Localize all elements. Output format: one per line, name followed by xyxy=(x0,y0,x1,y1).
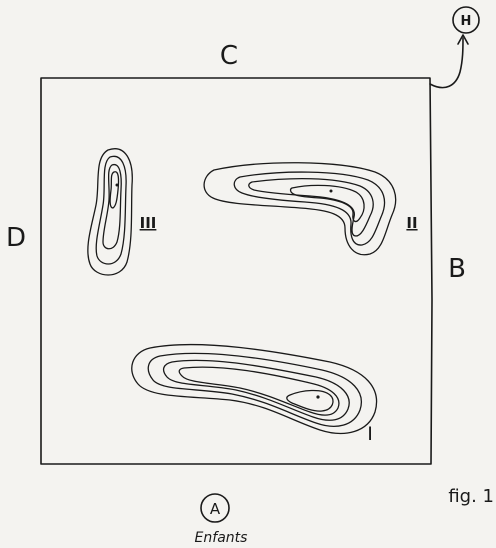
zone-ii-label: II xyxy=(406,214,417,232)
arrow-head-icon xyxy=(457,34,469,45)
zone-iii-label: III xyxy=(140,214,157,232)
zone-i-peak-dot xyxy=(316,395,320,399)
side-label-left: D xyxy=(6,223,26,253)
exit-letter: H xyxy=(461,14,472,29)
entrance-circle xyxy=(200,493,230,523)
zone-i-contours xyxy=(131,343,378,434)
zone-ii-peak-dot xyxy=(329,189,333,193)
entrance-caption: Enfants xyxy=(195,530,248,546)
room-outline xyxy=(40,77,433,465)
side-label-right: B xyxy=(448,254,466,284)
zone-iii-contours xyxy=(87,148,133,276)
entrance-marker: A Enfants xyxy=(195,493,248,546)
zone-i-label: I xyxy=(367,423,373,445)
side-label-top: C xyxy=(220,41,238,71)
exit-circle xyxy=(452,6,480,34)
entrance-letter: A xyxy=(210,500,221,518)
figure-label: fig. 1 xyxy=(448,486,494,507)
zone-iii-peak-dot xyxy=(115,183,119,187)
exit-marker: H xyxy=(429,6,480,89)
exit-arrow-line xyxy=(429,37,464,89)
zone-ii-contours xyxy=(203,162,397,256)
